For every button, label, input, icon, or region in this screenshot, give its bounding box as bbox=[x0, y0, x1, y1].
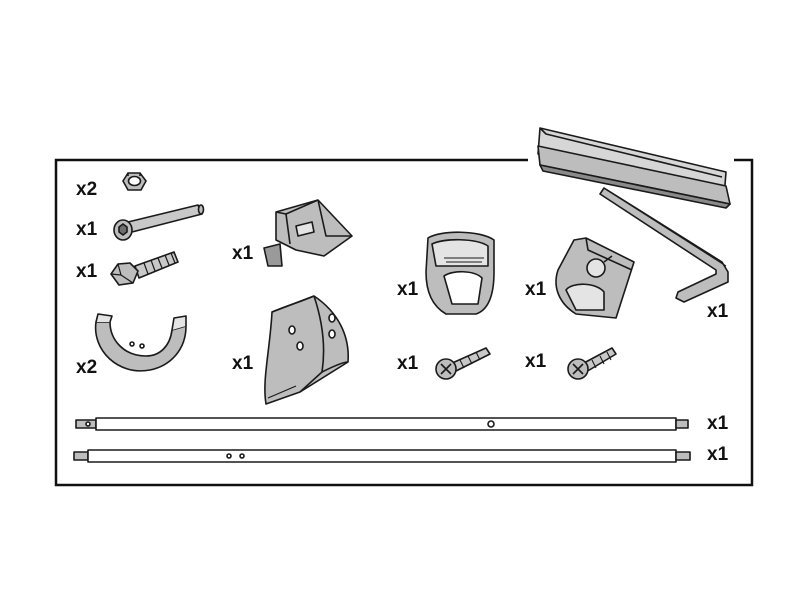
quantity-label: x2 bbox=[76, 179, 98, 200]
hex-nut-icon bbox=[122, 172, 147, 191]
parts-frame bbox=[54, 158, 754, 487]
clip-housing-icon bbox=[425, 231, 495, 315]
long-rod-icon bbox=[73, 449, 691, 463]
small-bracket-icon bbox=[263, 199, 353, 267]
angle-profile-icon bbox=[537, 127, 731, 209]
quantity-label: x1 bbox=[232, 353, 254, 374]
l-hex-key-icon bbox=[599, 187, 729, 303]
quantity-label: x1 bbox=[707, 413, 729, 434]
quantity-label: x2 bbox=[76, 357, 98, 378]
quantity-label: x1 bbox=[76, 219, 98, 240]
quantity-label: x1 bbox=[232, 243, 254, 264]
quantity-label: x1 bbox=[397, 353, 419, 374]
socket-head-bolt-icon bbox=[113, 204, 205, 241]
phillips-screw-icon bbox=[435, 347, 491, 380]
knob-bracket-icon bbox=[555, 237, 635, 319]
hex-head-bolt-icon bbox=[110, 251, 179, 286]
quantity-label: x1 bbox=[707, 301, 729, 322]
quantity-label: x1 bbox=[76, 261, 98, 282]
quantity-label: x1 bbox=[525, 279, 547, 300]
quantity-label: x1 bbox=[525, 351, 547, 372]
phillips-screw-icon bbox=[567, 347, 617, 380]
quantity-label: x1 bbox=[397, 279, 419, 300]
curved-saddle-bracket-icon bbox=[264, 295, 349, 405]
long-rod-icon bbox=[75, 417, 689, 431]
quantity-label: x1 bbox=[707, 444, 729, 465]
half-ring-clamp-icon bbox=[94, 313, 187, 372]
